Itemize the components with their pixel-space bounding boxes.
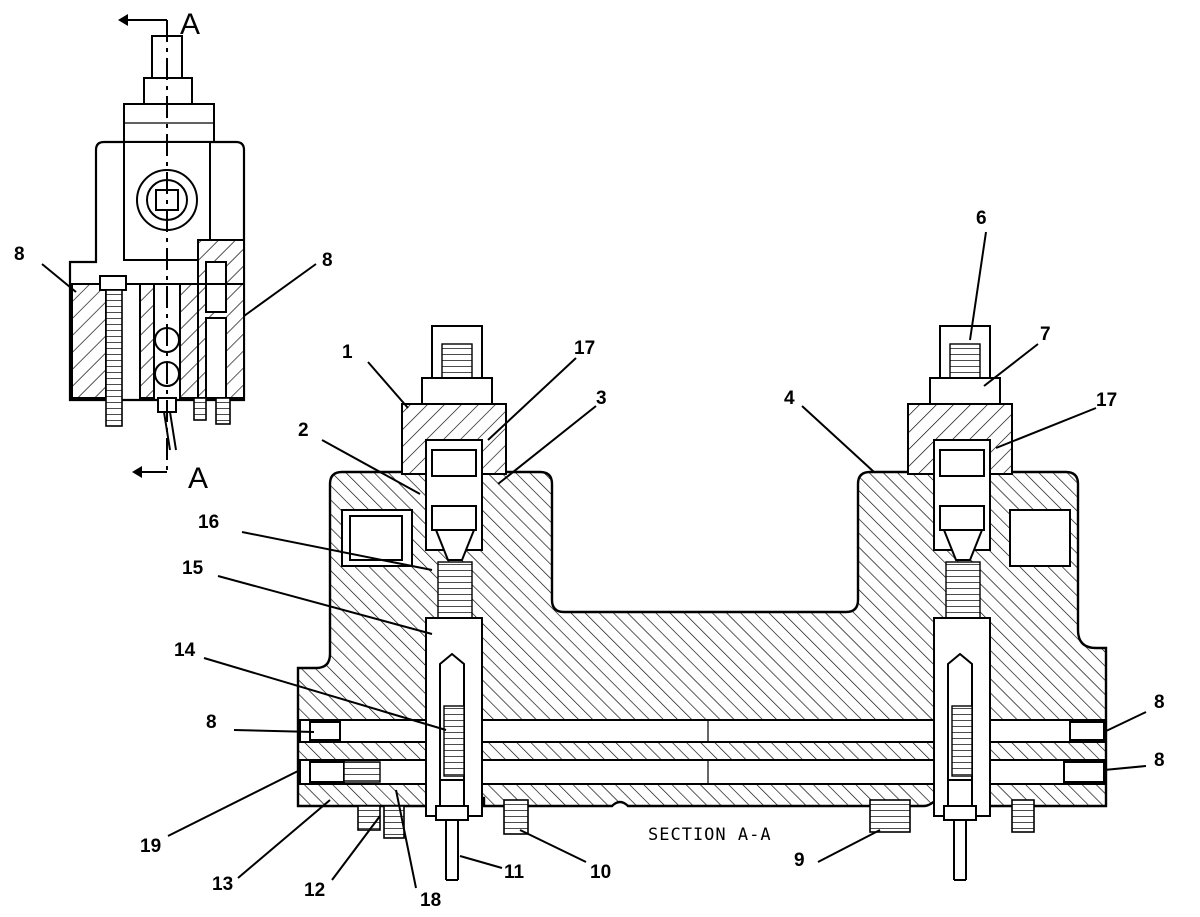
callout-8-section-left: 8 <box>206 712 217 733</box>
callout-10: 10 <box>590 862 611 883</box>
callout-13: 13 <box>212 874 233 895</box>
section-title: SECTION A-A <box>648 825 772 845</box>
side-view: A A <box>68 8 246 495</box>
callout-15: 15 <box>182 558 204 579</box>
callout-1: 1 <box>342 342 353 363</box>
callout-18: 18 <box>420 890 441 911</box>
callouts: 8 8 1 17 2 3 4 6 7 17 16 15 14 8 8 8 19 … <box>14 208 1165 911</box>
section-marker-bottom: A <box>188 462 208 495</box>
callout-7: 7 <box>1040 324 1051 345</box>
callout-4: 4 <box>784 388 795 409</box>
callout-9: 9 <box>794 850 805 871</box>
callout-8-side-right: 8 <box>322 250 333 271</box>
callout-8-section-right-lower: 8 <box>1154 750 1165 771</box>
section-marker-top: A <box>180 8 200 41</box>
callout-14: 14 <box>174 640 196 661</box>
leader-lines <box>41 231 1147 889</box>
left-valve-assembly <box>401 325 507 881</box>
right-valve-assembly <box>907 325 1013 881</box>
callout-17-right: 17 <box>1096 390 1117 411</box>
section-view: SECTION A-A <box>296 325 1108 881</box>
callout-11: 11 <box>504 862 525 883</box>
callout-19: 19 <box>140 836 161 857</box>
callout-3: 3 <box>596 388 607 409</box>
callout-8-section-right-upper: 8 <box>1154 692 1165 713</box>
callout-16: 16 <box>198 512 219 533</box>
callout-6: 6 <box>976 208 987 229</box>
callout-12: 12 <box>304 880 325 901</box>
callout-17-left: 17 <box>574 338 595 359</box>
callout-8-side-left: 8 <box>14 244 25 265</box>
callout-2: 2 <box>298 420 309 441</box>
